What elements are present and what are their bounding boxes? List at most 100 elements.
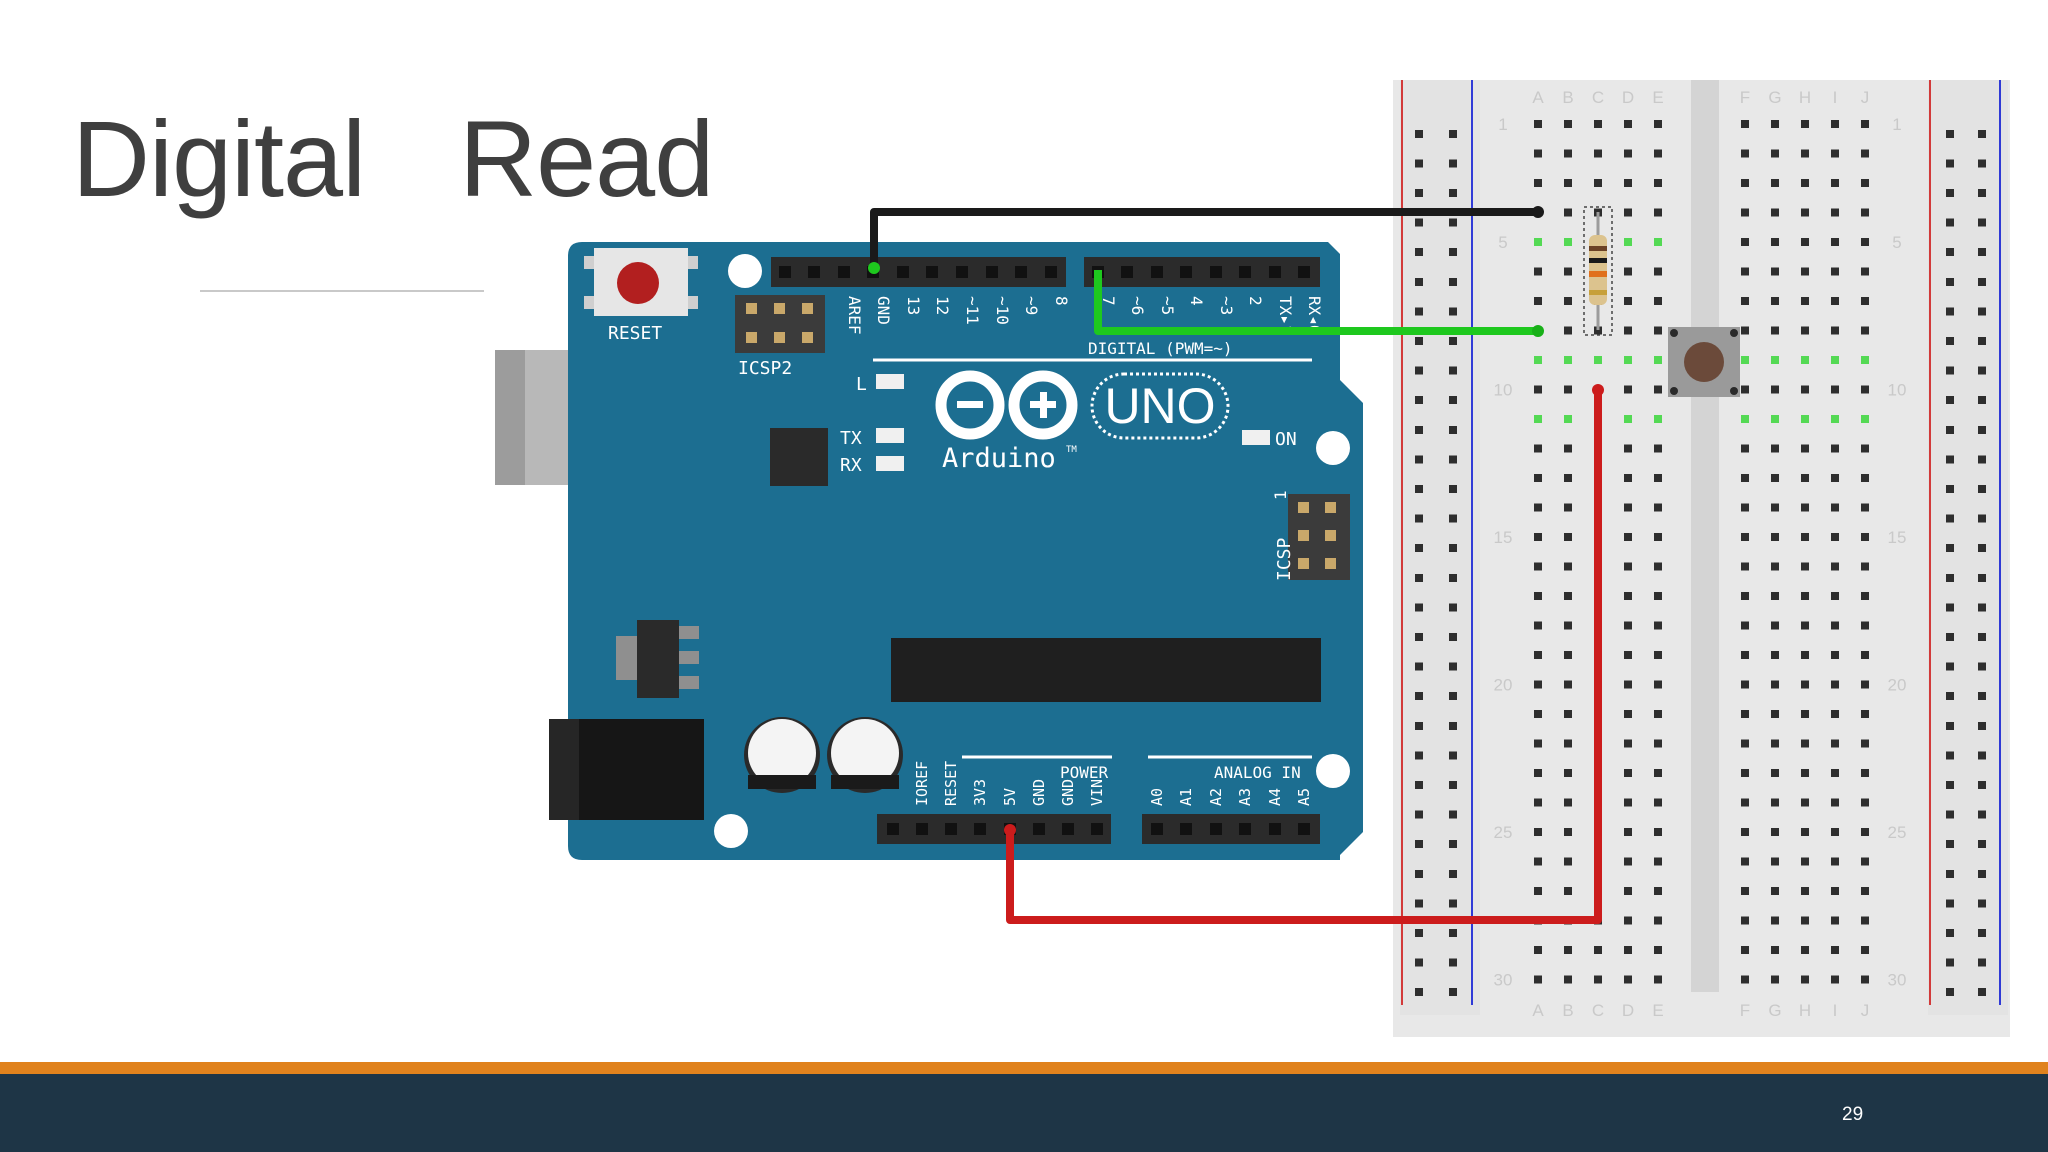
breadboard-hole bbox=[1831, 828, 1839, 836]
rail-hole bbox=[1946, 426, 1954, 434]
breadboard-hole bbox=[1801, 562, 1809, 571]
breadboard-hole bbox=[1564, 651, 1572, 659]
rail-hole bbox=[1449, 810, 1457, 819]
rail-hole bbox=[1978, 662, 1986, 671]
power-pin-label: RESET bbox=[942, 761, 960, 806]
breadboard-hole bbox=[1801, 120, 1809, 128]
rail-hole bbox=[1978, 514, 1986, 523]
breadboard-hole bbox=[1741, 857, 1749, 866]
row-label-right: 1 bbox=[1892, 115, 1901, 134]
breadboard-hole bbox=[1831, 680, 1839, 689]
rail-hole bbox=[1415, 337, 1423, 345]
breadboard-hole bbox=[1741, 297, 1749, 305]
column-label-bottom: I bbox=[1833, 1001, 1838, 1020]
breadboard-hole bbox=[1861, 297, 1869, 305]
breadboard-hole bbox=[1654, 680, 1662, 689]
breadboard-hole bbox=[1564, 592, 1572, 600]
breadboard-hole bbox=[1801, 769, 1809, 777]
header-pin bbox=[1033, 823, 1045, 835]
breadboard-hole bbox=[1741, 739, 1749, 748]
rail-hole bbox=[1415, 485, 1423, 493]
header-pin bbox=[1045, 266, 1057, 278]
breadboard-hole bbox=[1831, 857, 1839, 866]
rail-hole bbox=[1978, 485, 1986, 493]
breadboard-hole bbox=[1741, 533, 1749, 541]
breadboard-hole bbox=[1534, 503, 1542, 512]
breadboard-hole bbox=[1831, 975, 1839, 984]
rail-hole bbox=[1449, 189, 1457, 197]
analog-pin-label: A0 bbox=[1148, 788, 1166, 806]
breadboard-hole bbox=[1564, 533, 1572, 541]
breadboard-hole bbox=[1801, 828, 1809, 836]
rail-hole bbox=[1946, 514, 1954, 523]
breadboard-hole bbox=[1831, 474, 1839, 482]
breadboard-hole bbox=[1534, 179, 1542, 187]
rail-hole bbox=[1415, 603, 1423, 612]
digital-header-right bbox=[1084, 257, 1320, 287]
rail-hole bbox=[1415, 988, 1423, 996]
column-label-top: A bbox=[1532, 88, 1544, 107]
rail-hole bbox=[1449, 722, 1457, 730]
breadboard-hole bbox=[1741, 592, 1749, 600]
breadboard-hole bbox=[1771, 533, 1779, 541]
led-rx bbox=[876, 456, 904, 471]
column-label-bottom: F bbox=[1740, 1001, 1750, 1020]
breadboard-hole bbox=[1861, 533, 1869, 541]
breadboard-hole bbox=[1624, 710, 1632, 718]
rail-hole bbox=[1449, 781, 1457, 789]
breadboard-hole bbox=[1831, 946, 1839, 954]
breadboard-hole bbox=[1801, 356, 1809, 364]
digital-label: DIGITAL (PWM=~) bbox=[1088, 339, 1233, 358]
digital-pin-label: 7 bbox=[1099, 296, 1118, 306]
pushbutton[interactable] bbox=[1668, 327, 1740, 397]
breadboard-hole bbox=[1831, 739, 1839, 748]
breadboard-hole bbox=[1564, 120, 1572, 128]
rail-hole bbox=[1415, 426, 1423, 434]
breadboard-hole bbox=[1831, 710, 1839, 718]
breadboard-hole bbox=[1564, 356, 1572, 364]
breadboard-hole bbox=[1564, 267, 1572, 276]
rail-hole bbox=[1449, 958, 1457, 967]
breadboard-hole bbox=[1654, 444, 1662, 453]
voltage-regulator bbox=[637, 620, 679, 698]
breadboard-hole bbox=[1831, 916, 1839, 925]
icsp-header bbox=[1288, 494, 1350, 580]
header-pin bbox=[897, 266, 909, 278]
rail-hole bbox=[1415, 455, 1423, 464]
breadboard-hole bbox=[1564, 149, 1572, 158]
breadboard-hole bbox=[1861, 238, 1869, 246]
breadboard-hole bbox=[1741, 179, 1749, 187]
rail-hole bbox=[1946, 751, 1954, 760]
breadboard-hole bbox=[1624, 444, 1632, 453]
column-label-top: E bbox=[1652, 88, 1663, 107]
breadboard-hole bbox=[1534, 149, 1542, 158]
analog-pin-label: A4 bbox=[1266, 788, 1284, 806]
breadboard-hole bbox=[1594, 356, 1602, 364]
breadboard-hole bbox=[1801, 946, 1809, 954]
breadboard-hole bbox=[1741, 444, 1749, 453]
breadboard-hole bbox=[1534, 975, 1542, 984]
breadboard-hole bbox=[1624, 562, 1632, 571]
header-pin bbox=[945, 823, 957, 835]
center-channel bbox=[1691, 80, 1719, 992]
breadboard-hole bbox=[1624, 680, 1632, 689]
rail-hole bbox=[1415, 396, 1423, 404]
breadboard-hole bbox=[1741, 621, 1749, 630]
breadboard-hole bbox=[1861, 798, 1869, 807]
breadboard-hole bbox=[1771, 680, 1779, 689]
arduino-logo-icon bbox=[935, 370, 1078, 440]
rail-hole bbox=[1946, 988, 1954, 996]
breadboard-hole bbox=[1624, 385, 1632, 394]
power-pin-label: 5V bbox=[1001, 788, 1019, 806]
rail-hole bbox=[1946, 218, 1954, 227]
rail-hole bbox=[1449, 366, 1457, 375]
header-pin bbox=[1121, 266, 1133, 278]
breadboard-hole bbox=[1654, 798, 1662, 807]
breadboard-hole bbox=[1564, 179, 1572, 187]
rail-hole bbox=[1978, 810, 1986, 819]
breadboard-hole bbox=[1594, 179, 1602, 187]
breadboard-hole bbox=[1771, 916, 1779, 925]
capacitors bbox=[744, 717, 903, 793]
breadboard-hole bbox=[1861, 828, 1869, 836]
